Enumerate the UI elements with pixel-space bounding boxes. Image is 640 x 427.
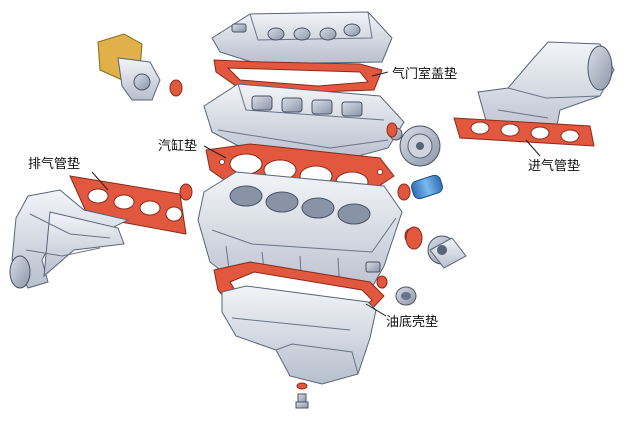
- exhaust-manifold: [9, 189, 130, 289]
- sensor-seal: [169, 79, 183, 97]
- label-cylinder-head-gasket: 汽缸垫: [158, 138, 197, 154]
- water-pump: [427, 235, 467, 269]
- valve-cover: [211, 11, 393, 65]
- label-oil-pan-gasket: 油底壳垫: [386, 314, 438, 330]
- pump-gasket: [405, 226, 423, 250]
- drain-plug: [295, 382, 309, 409]
- oil-pan: [221, 285, 377, 385]
- leader-exhaust-manifold-gasket: [91, 171, 109, 191]
- cam-pulley: [399, 125, 441, 167]
- oil-filter-plug: [395, 286, 417, 306]
- leader-oil-pan-gasket: [365, 303, 387, 317]
- pump-seal: [376, 275, 388, 289]
- hose-fitting: [411, 174, 443, 200]
- exhaust-manifold-gasket: [69, 175, 187, 235]
- intake-manifold-gasket: [453, 117, 595, 147]
- leader-cylinder-head-gasket: [203, 145, 227, 159]
- leader-valve-cover-gasket: [371, 71, 389, 77]
- label-intake-manifold-gasket: 进气管垫: [528, 158, 580, 174]
- cam-seal: [386, 122, 398, 138]
- sensor-housing: [97, 33, 161, 101]
- label-exhaust-manifold-gasket: 排气管垫: [28, 156, 80, 172]
- leader-intake-manifold-gasket: [525, 139, 541, 157]
- valve-cover-gasket: [213, 59, 383, 93]
- label-valve-cover-gasket: 气门室盖垫: [392, 66, 457, 82]
- cylinder-head: [203, 83, 405, 163]
- block-left-seal: [179, 183, 193, 201]
- hose-seal: [397, 183, 411, 201]
